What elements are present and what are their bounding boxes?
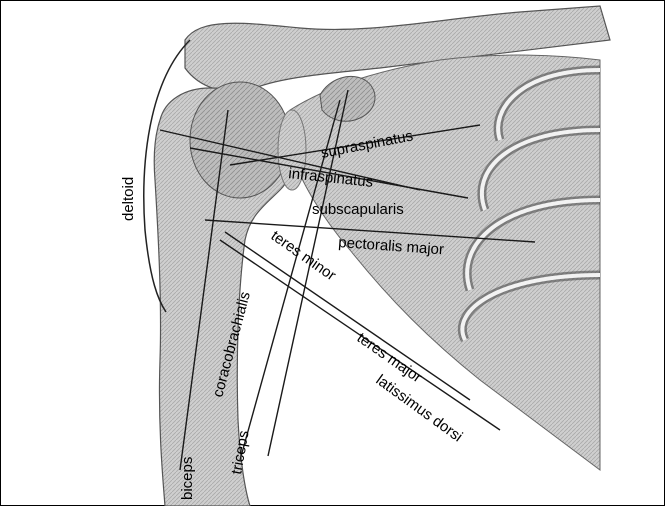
label-deltoid: deltoid	[120, 177, 137, 221]
label-biceps: biceps	[179, 457, 196, 500]
label-subscapularis: subscapularis	[312, 201, 404, 218]
